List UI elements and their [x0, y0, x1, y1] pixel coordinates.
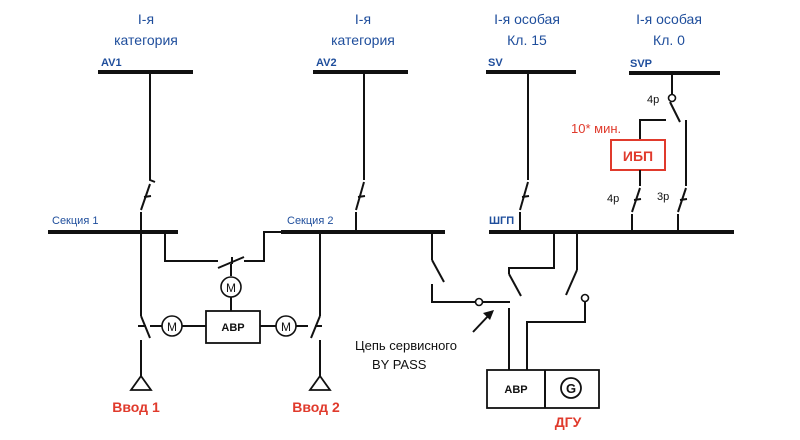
- avr-dgu-label: АВР: [504, 384, 527, 396]
- bus-shgp-label: ШГП: [489, 215, 514, 227]
- category-1-line1: I-я: [138, 11, 154, 27]
- bypass-contact: [474, 297, 484, 307]
- switch-3p-label: 3р: [657, 191, 669, 203]
- switch-4p-bottom-label: 4р: [607, 193, 619, 205]
- section-buses: Секция 1 Секция 2 ШГП: [48, 215, 734, 234]
- avr-main-label: АВР: [221, 322, 244, 334]
- motor-drive-coupler-label: M: [226, 281, 236, 295]
- dgu-block: АВР G ДГУ: [486, 369, 600, 430]
- bus-section-1-label: Секция 1: [52, 215, 98, 227]
- bypass-circuit: Цепь сервисного BY PASS: [355, 232, 510, 372]
- bus-av1-label: AV1: [101, 57, 122, 69]
- switch-4p-top-contact: [667, 93, 677, 103]
- category-headers: I-я категория I-я категория I-я особая К…: [114, 11, 702, 48]
- bypass-label-line2: BY PASS: [372, 357, 427, 372]
- input-1: Ввод 1: [112, 232, 160, 415]
- feeder-sv: [519, 72, 530, 232]
- ups-label: ИБП: [623, 148, 653, 164]
- bypass-label-line1: Цепь сервисного: [355, 338, 457, 353]
- svp-branch: 4р 3р 10* мин. ИБП 4р: [571, 73, 688, 232]
- motor-drive-input1-label: M: [167, 320, 177, 334]
- bus-sv-label: SV: [488, 57, 503, 69]
- switch-4p-top-label: 4р: [647, 94, 659, 106]
- generator-label: G: [566, 381, 576, 396]
- category-4-line2: Кл. 0: [653, 32, 685, 48]
- shgp-to-dgu: [508, 232, 590, 370]
- input-2: Ввод 2: [292, 232, 340, 415]
- category-3-line1: I-я особая: [494, 11, 560, 27]
- category-2-line2: категория: [331, 32, 395, 48]
- ups-box: [610, 139, 666, 171]
- bus-section-2-label: Секция 2: [287, 215, 333, 227]
- dgu-switch-contact: [580, 293, 590, 303]
- category-1-line2: категория: [114, 32, 178, 48]
- section-coupler: M: [164, 231, 281, 311]
- input-2-label: Ввод 2: [292, 399, 340, 415]
- switch-4p-top: [669, 101, 681, 123]
- feeder-av2: [355, 72, 366, 232]
- category-2-line1: I-я: [355, 11, 371, 27]
- feeder-av1: [140, 72, 156, 232]
- avr-main-box: [205, 310, 261, 344]
- input-2-terminal: [308, 374, 332, 391]
- bus-svp-label: SVP: [630, 58, 652, 70]
- generator-icon: [560, 377, 582, 399]
- input-1-terminal: [129, 374, 153, 391]
- category-4-line1: I-я особая: [636, 11, 702, 27]
- motor-drive-input2-label: M: [281, 320, 291, 334]
- main-ats: АВР M M: [150, 310, 308, 344]
- category-3-line2: Кл. 15: [507, 32, 547, 48]
- bus-av2-label: AV2: [316, 57, 337, 69]
- input-1-label: Ввод 1: [112, 399, 160, 415]
- dgu-label: ДГУ: [555, 414, 582, 430]
- ups-time-label: 10* мин.: [571, 121, 621, 136]
- top-buses: AV1 AV2 SV SVP: [98, 57, 720, 75]
